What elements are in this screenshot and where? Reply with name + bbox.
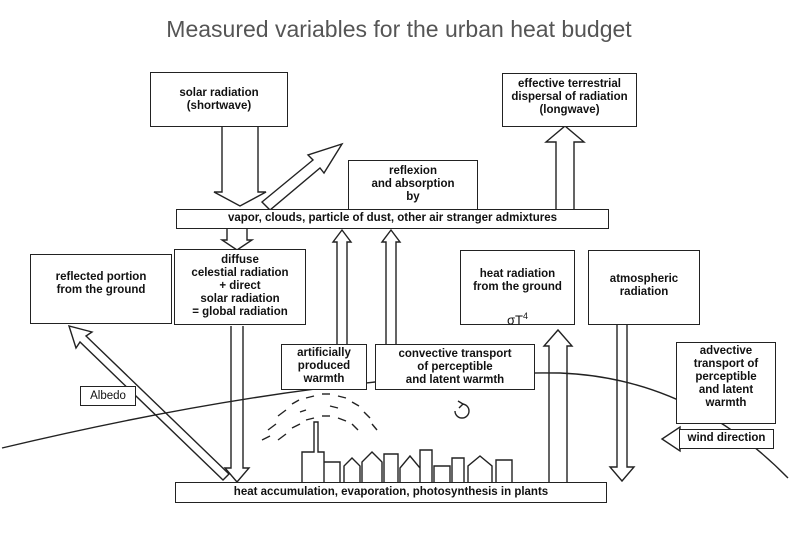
- artificial-warmth-box: artificially produced warmth: [281, 344, 367, 390]
- wind-direction-box: wind direction: [679, 429, 774, 449]
- artificial-up-arrow: [331, 228, 353, 345]
- atmospheric-radiation-box: atmospheric radiation: [588, 250, 700, 325]
- sigma-formula: σT4: [507, 311, 528, 328]
- ground-heat-label: heat radiation from the ground: [473, 268, 562, 294]
- convective-transport-box: convective transport of perceptible and …: [375, 344, 535, 390]
- reflexion-label: reflexion and absorption by: [371, 165, 455, 203]
- ground-heat-up-arrow: [542, 328, 574, 483]
- global-radiation-box: diffuse celestial radiation + direct sol…: [174, 249, 306, 325]
- atmosphere-band: vapor, clouds, particle of dust, other a…: [176, 209, 609, 229]
- city-skyline: [301, 421, 513, 482]
- reflexion-box: reflexion and absorption by: [348, 160, 478, 212]
- artificial-warmth-label: artificially produced warmth: [297, 347, 351, 385]
- heat-dome-dashes: [261, 393, 378, 441]
- advective-transport-box: advective transport of perceptible and l…: [676, 342, 776, 424]
- wind-direction-label: wind direction: [687, 432, 766, 444]
- ground-heat-box: heat radiation from the ground σT4: [460, 250, 575, 328]
- advective-transport-label: advective transport of perceptible and l…: [693, 345, 759, 409]
- convective-up-arrow: [380, 228, 402, 345]
- albedo-label: Albedo: [90, 390, 126, 402]
- solar-arrow: [213, 126, 267, 207]
- wind-arrow: [660, 425, 681, 453]
- albedo-arrow: [67, 325, 230, 481]
- reflected-portion-box: reflected portion from the ground: [30, 254, 172, 324]
- rotation-icon: [454, 403, 470, 419]
- reflected-sky-arrow: [260, 142, 344, 211]
- solar-radiation-label: solar radiation (shortwave): [179, 87, 259, 112]
- atmospheric-arrow: [608, 325, 636, 483]
- global-radiation-label: diffuse celestial radiation + direct sol…: [191, 254, 289, 318]
- convective-transport-label: convective transport of perceptible and …: [398, 348, 512, 386]
- atmospheric-radiation-label: atmospheric radiation: [609, 273, 679, 298]
- band-to-global-arrow: [219, 228, 255, 251]
- heat-accumulation-bar: heat accumulation, evaporation, photosyn…: [175, 482, 607, 503]
- reflected-portion-label: reflected portion from the ground: [55, 271, 147, 296]
- longwave-arrow: [544, 125, 586, 210]
- solar-radiation-box: solar radiation (shortwave): [150, 72, 288, 127]
- terrestrial-radiation-box: effective terrestrial dispersal of radia…: [502, 73, 637, 127]
- albedo-box: Albedo: [80, 386, 136, 406]
- terrestrial-radiation-label: effective terrestrial dispersal of radia…: [511, 78, 628, 116]
- diagram-title: Measured variables for the urban heat bu…: [166, 16, 632, 42]
- global-to-ground-arrow: [223, 326, 251, 484]
- heat-accumulation-label: heat accumulation, evaporation, photosyn…: [233, 486, 549, 498]
- atmosphere-band-label: vapor, clouds, particle of dust, other a…: [227, 212, 558, 224]
